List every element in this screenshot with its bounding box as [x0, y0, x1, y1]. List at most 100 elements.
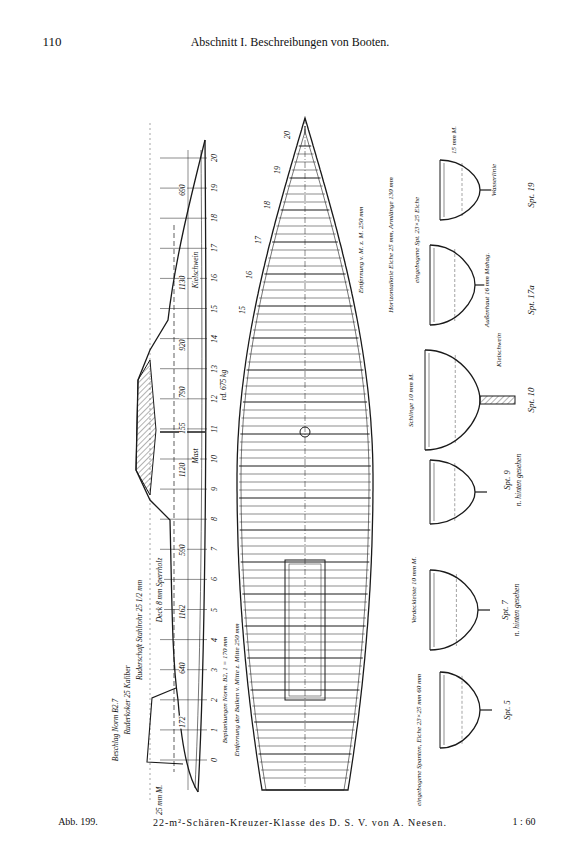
frame-line — [240, 450, 371, 451]
station-line — [160, 158, 207, 159]
part-name: Kielschwein — [496, 332, 503, 368]
plan-view — [237, 118, 373, 790]
deck-line — [425, 350, 426, 450]
note: Horizontalknie Eiche 25 mm, Armlänge 130… — [388, 176, 395, 313]
page-number: 110 — [41, 35, 62, 49]
station-number: 19 — [274, 165, 282, 175]
part-name: Deck 8 mm Sperrholz — [156, 557, 164, 624]
dimension: 920 — [179, 338, 187, 351]
station-line — [160, 639, 207, 640]
station-number: 16 — [246, 270, 254, 280]
frame-line — [255, 730, 354, 731]
station-number: 2 — [211, 697, 219, 703]
scale: 1 : 60 — [512, 817, 537, 828]
frame-line — [240, 538, 370, 539]
part-name: Wasserlinie — [491, 163, 498, 197]
frame-line — [244, 618, 366, 619]
part-name: Außenhaut 16 mm Mahag. — [484, 252, 491, 328]
section-title: Spt. 9 — [503, 469, 512, 490]
frame-line — [247, 650, 364, 651]
beam-line — [444, 675, 445, 745]
part-name: eingebogene Spanten, Eiche 23×25 mm 60 m… — [416, 673, 423, 807]
frame-line — [250, 346, 360, 347]
frame-line — [276, 226, 333, 227]
frame-line — [252, 338, 359, 339]
waterline — [456, 574, 457, 646]
station-lines — [160, 158, 207, 760]
frame-line — [241, 570, 369, 571]
part-name: Kielschwein — [192, 251, 200, 290]
section-outline — [430, 460, 475, 524]
station-number: 6 — [211, 576, 219, 582]
frame-line — [242, 578, 369, 579]
section-outline — [440, 672, 480, 748]
station-number: 3 — [211, 667, 219, 673]
station-line — [160, 308, 207, 309]
station-number: 1 — [211, 727, 219, 733]
station-number: 10 — [211, 454, 219, 464]
frame-line — [252, 706, 357, 707]
frame-line — [260, 762, 351, 763]
frame-line — [239, 466, 371, 467]
caption: 22-m²-Schären-Kreuzer-Klasse des D. S. V… — [153, 817, 447, 828]
station-number: 15 — [211, 304, 219, 314]
frame-line — [245, 634, 365, 635]
station-line — [160, 729, 207, 730]
frame-line — [249, 354, 361, 355]
keel — [480, 189, 492, 190]
dimension: 790 — [179, 385, 187, 398]
keel — [480, 709, 492, 710]
frame-line — [253, 714, 357, 715]
station-number: 13 — [211, 364, 219, 374]
view-note: n. hinten gesehen — [515, 453, 523, 507]
frame-line — [294, 162, 316, 163]
frame-line — [242, 410, 368, 411]
figure-number: Abb. 199. — [57, 817, 99, 828]
note: Entfernung der Balken v. Mitte z. Mitte … — [234, 622, 241, 757]
frame-line — [245, 386, 366, 387]
weight-note: rd. 675 kg — [220, 369, 228, 401]
frame-line — [245, 626, 366, 627]
frame-line — [281, 210, 330, 211]
frame-line — [258, 306, 353, 307]
station-number: 12 — [211, 394, 219, 404]
frame-line — [239, 458, 370, 459]
beam-line — [434, 463, 435, 521]
section-title: Spt. 10 — [527, 386, 536, 413]
section-title: Spt. 19 — [527, 181, 536, 208]
frame-line — [278, 218, 331, 219]
frame-line — [268, 258, 342, 259]
frame-line — [247, 658, 363, 659]
frame-line — [241, 418, 368, 419]
waterline — [454, 463, 455, 521]
dimension: 640 — [179, 661, 187, 674]
frame-line — [287, 186, 323, 187]
station-line — [160, 218, 207, 219]
frame-line — [251, 690, 360, 691]
frame-line — [254, 722, 356, 723]
section-outline — [440, 160, 480, 220]
dimension: 25 mm M. — [156, 784, 164, 816]
frame-line — [240, 434, 369, 435]
station-line — [160, 368, 207, 369]
frame-line — [251, 698, 358, 699]
frame-line — [240, 522, 371, 523]
section-outline — [425, 350, 480, 450]
frame-line — [261, 770, 349, 771]
frame-line — [240, 530, 371, 531]
frame-line — [254, 322, 355, 323]
dimension: 1162 — [179, 604, 187, 620]
frame-line — [239, 482, 371, 483]
waterline — [454, 249, 455, 321]
waterline — [462, 163, 463, 217]
beam-line — [444, 163, 445, 217]
frame-line — [240, 554, 369, 555]
note: Beplankungen Norm. B2, 1 = 170 mm — [222, 636, 229, 745]
station-number: 18 — [211, 213, 219, 223]
deck-line — [430, 245, 431, 325]
station-number: 17 — [211, 243, 219, 253]
station-number: 5 — [211, 607, 219, 613]
station-number: 17 — [254, 235, 262, 245]
station-line — [160, 760, 207, 761]
